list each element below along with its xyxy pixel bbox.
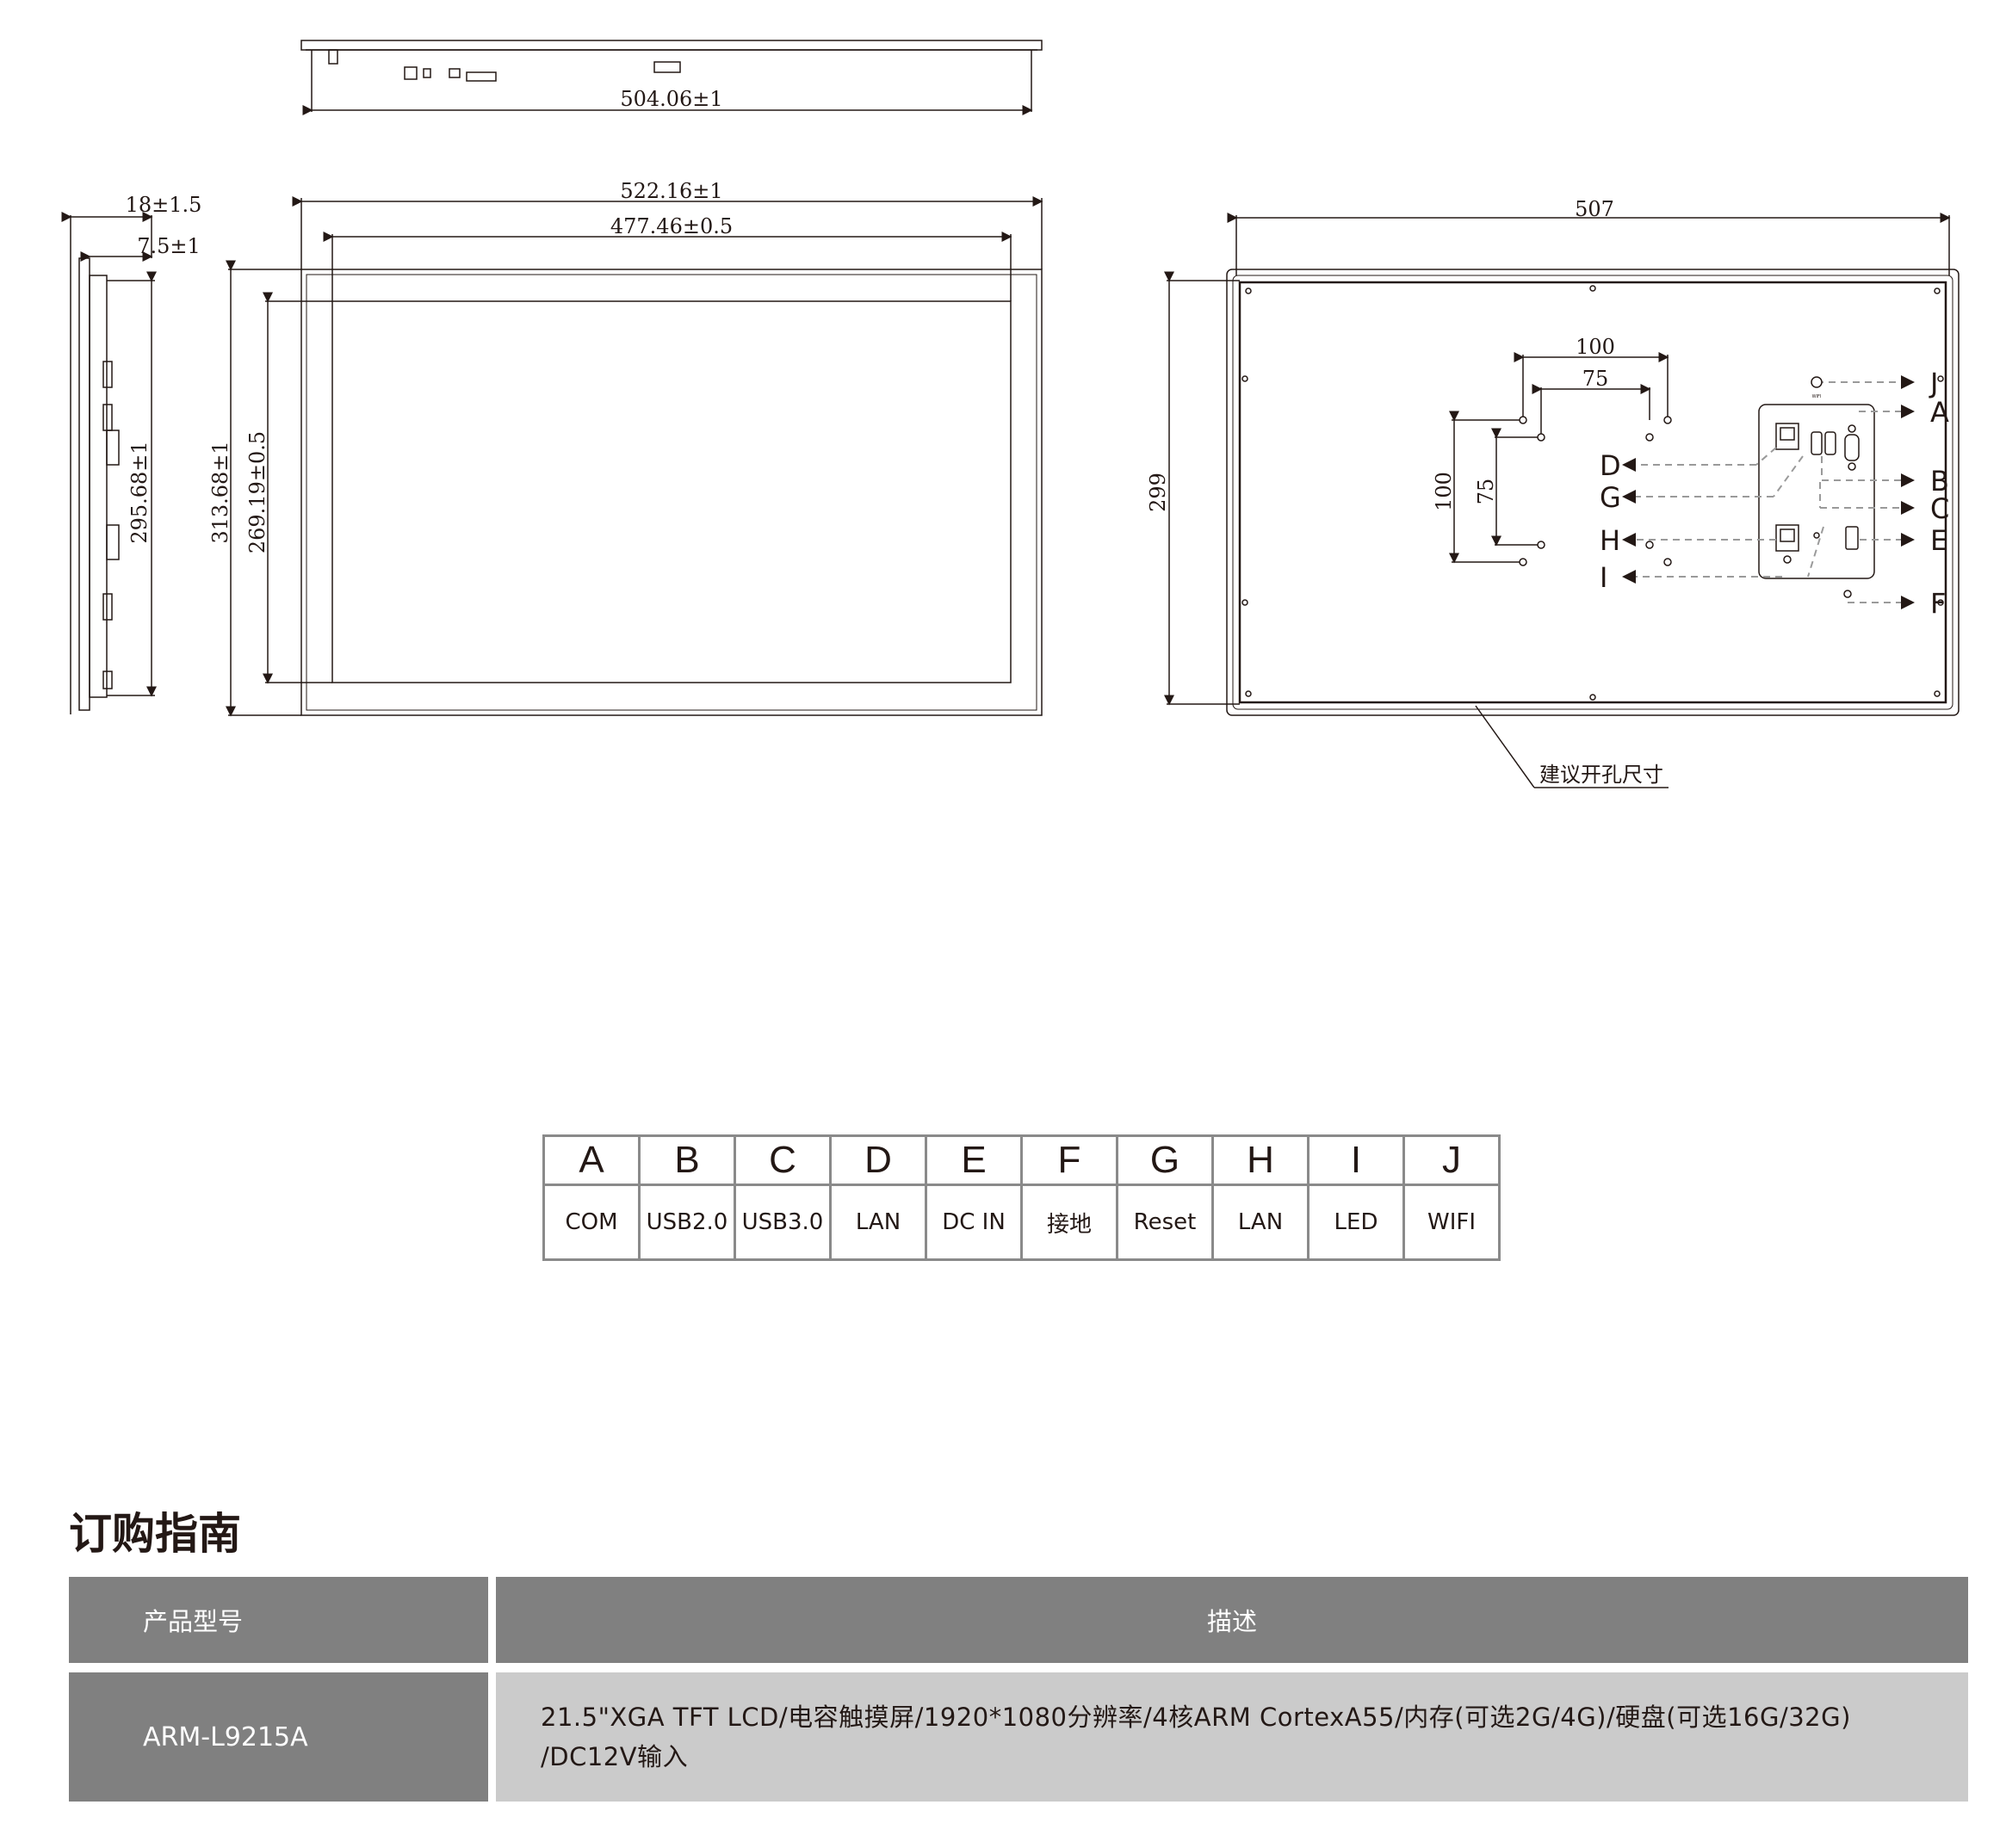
dim-side-height: 295.68±1	[127, 441, 152, 543]
header-model-label: 产品型号	[143, 1607, 244, 1636]
port-names-row: COM USB2.0 USB3.0 LAN DC IN 接地 Reset LAN…	[542, 1184, 1501, 1261]
wifi-mark: WIFI	[1812, 394, 1822, 399]
port-letters-row: A B C D E F G H I J	[542, 1134, 1501, 1186]
dim-front-inner-width: 477.46±0.5	[610, 214, 733, 238]
callout-a: A	[1930, 396, 1949, 429]
port-legend-table: A B C D E F G H I J COM USB2.0 USB3.0 LA…	[542, 1134, 1501, 1261]
header-model: 产品型号	[69, 1577, 488, 1663]
back-view	[1164, 213, 1960, 788]
callout-j: J	[1929, 367, 1938, 399]
callout-h: H	[1600, 524, 1620, 557]
port-letter: H	[1211, 1134, 1309, 1186]
callout-f: F	[1930, 587, 1946, 620]
dim-vesa-outer-h: 100	[1576, 335, 1615, 359]
dim-side-depth: 18±1.5	[126, 193, 202, 217]
description-cell: 21.5"XGA TFT LCD/电容触摸屏/1920*1080分辨率/4核AR…	[496, 1672, 1968, 1802]
cutout-note: 建议开孔尺寸	[1539, 763, 1663, 787]
dim-front-outer-width: 522.16±1	[620, 179, 722, 203]
port-name: DC IN	[925, 1184, 1023, 1261]
side-view	[61, 212, 157, 714]
port-name: WIFI	[1402, 1184, 1501, 1261]
callout-e: E	[1930, 524, 1947, 557]
ordering-title: 订购指南	[69, 1509, 241, 1559]
port-letter: J	[1402, 1134, 1501, 1186]
port-letter: I	[1307, 1134, 1405, 1186]
port-letter: C	[734, 1134, 832, 1186]
top-view	[300, 40, 1043, 115]
callout-d: D	[1600, 449, 1621, 482]
callout-g: G	[1600, 481, 1621, 514]
header-description: 描述	[496, 1577, 1968, 1663]
port-name: COM	[542, 1184, 641, 1261]
callout-c: C	[1930, 492, 1949, 525]
description-line-2: /DC12V输入	[541, 1742, 689, 1771]
port-name: Reset	[1116, 1184, 1214, 1261]
port-name: LED	[1307, 1184, 1405, 1261]
port-letter: B	[638, 1134, 736, 1186]
port-name: USB2.0	[638, 1184, 736, 1261]
dim-back-height: 299	[1146, 473, 1170, 512]
back-view-holes	[1241, 285, 1944, 701]
dim-front-inner-height: 269.19±0.5	[245, 431, 269, 553]
port-letter: G	[1116, 1134, 1214, 1186]
dim-vesa-inner-v: 75	[1474, 479, 1498, 505]
port-name: USB3.0	[734, 1184, 832, 1261]
port-letter: D	[829, 1134, 927, 1186]
port-letter: F	[1020, 1134, 1118, 1186]
port-name: LAN	[1211, 1184, 1309, 1261]
port-letter: E	[925, 1134, 1023, 1186]
mechanical-drawing: 504.06±1 18±1.5 7.5±1 295.68±1	[61, 40, 1960, 788]
dim-vesa-inner-h: 75	[1582, 367, 1609, 391]
callout-i: I	[1600, 561, 1607, 594]
dim-vesa-outer-v: 100	[1432, 472, 1456, 511]
dim-front-outer-height: 313.68±1	[208, 441, 232, 543]
dim-top-width: 504.06±1	[620, 87, 722, 111]
dim-back-width: 507	[1575, 197, 1614, 221]
port-name: LAN	[829, 1184, 927, 1261]
callout-b: B	[1930, 465, 1949, 498]
model-value: ARM-L9215A	[143, 1721, 308, 1752]
model-cell: ARM-L9215A	[69, 1672, 488, 1802]
description-line-1: 21.5"XGA TFT LCD/电容触摸屏/1920*1080分辨率/4核AR…	[541, 1703, 1851, 1732]
dim-side-panel-depth: 7.5±1	[137, 234, 201, 258]
port-letter: A	[542, 1134, 641, 1186]
description-text: 21.5"XGA TFT LCD/电容触摸屏/1920*1080分辨率/4核AR…	[541, 1697, 1851, 1777]
front-view	[226, 196, 1043, 717]
header-description-label: 描述	[1206, 1607, 1257, 1636]
port-name: 接地	[1020, 1184, 1118, 1261]
